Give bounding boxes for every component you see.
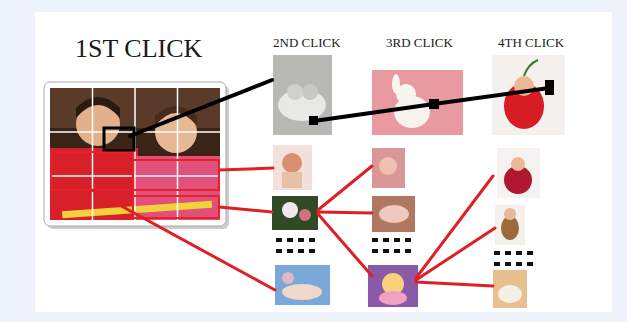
illustration-part (527, 251, 533, 255)
panel (35, 12, 612, 312)
illustration-part (51, 152, 133, 190)
illustration-part (394, 238, 400, 242)
first-photo (44, 82, 229, 229)
illustration-part (394, 249, 400, 253)
illustration-part (134, 88, 136, 220)
illustration-part (493, 270, 527, 308)
illustration-part (50, 88, 220, 220)
illustration-part (276, 238, 282, 242)
illustration-part (379, 291, 407, 305)
illustration-part (177, 88, 179, 220)
illustration-part (309, 238, 315, 242)
illustration-part (282, 272, 294, 284)
illustration-part (282, 284, 322, 300)
illustration-part (405, 249, 411, 253)
illustration-part (383, 249, 389, 253)
illustration-part (287, 84, 303, 100)
illustration-part (133, 160, 219, 190)
illustration-part (498, 285, 522, 303)
illustration-part (275, 265, 330, 305)
black-links (130, 80, 549, 136)
illustration-part (92, 88, 94, 220)
illustration-part (318, 166, 372, 210)
illustration-part (504, 208, 516, 220)
illustration-part (511, 157, 525, 171)
illustration-part (416, 282, 493, 286)
illustration-part (372, 249, 378, 253)
second-photos (272, 55, 332, 305)
illustration-part (505, 251, 511, 255)
column-heading: 1ST CLICK (75, 36, 202, 62)
illustration-part (273, 55, 332, 135)
illustration-part (372, 238, 378, 242)
illustration-part (282, 153, 302, 173)
illustration-part (495, 205, 525, 245)
illustration-part (76, 97, 120, 118)
illustration-part (104, 128, 134, 150)
illustration-part (50, 175, 220, 177)
illustration-part (309, 249, 315, 253)
illustration-part (51, 152, 219, 218)
illustration-part (524, 60, 538, 76)
illustration-part (287, 249, 293, 253)
illustration-part (392, 74, 400, 94)
illustration-part (282, 172, 302, 188)
column-heading: 2ND CLICK (273, 36, 341, 49)
illustration-part (505, 262, 511, 266)
illustration-part (282, 202, 298, 218)
illustration-part (299, 209, 311, 221)
illustration-part (276, 249, 282, 253)
illustration-part (298, 249, 304, 253)
illustration-part (383, 238, 389, 242)
illustration-part (219, 168, 273, 170)
illustration-part (372, 196, 415, 232)
illustration-part (405, 238, 411, 242)
illustration-part (494, 251, 500, 255)
illustration-part (302, 84, 318, 100)
illustration-part (416, 176, 493, 278)
illustration-part (318, 214, 372, 276)
illustration-part (527, 262, 533, 266)
red-links (92, 166, 495, 290)
column-heading: 3RD CLICK (386, 36, 453, 49)
illustration-part (318, 212, 372, 213)
illustration-part (379, 205, 409, 223)
illustration-part (314, 104, 434, 121)
illustration-part (92, 190, 275, 290)
illustration-part (494, 262, 500, 266)
illustration-part (298, 238, 304, 242)
illustration-part (368, 265, 418, 307)
illustration-part (372, 148, 405, 188)
illustration-part (130, 80, 272, 136)
column-heading: 4TH CLICK (498, 36, 564, 49)
illustration-part (44, 82, 226, 226)
ellipsis-dots (276, 238, 533, 266)
illustration-part (516, 262, 522, 266)
illustration-part (434, 88, 549, 104)
illustration-part (133, 196, 219, 218)
illustration-part (272, 196, 318, 230)
illustration-part (219, 207, 272, 212)
illustration-part (273, 145, 312, 190)
illustration-part (287, 238, 293, 242)
illustration-part (516, 251, 522, 255)
illustration-part (497, 148, 540, 198)
illustration-part (416, 228, 495, 280)
illustration-part (379, 157, 397, 175)
illustration-part (50, 88, 220, 220)
